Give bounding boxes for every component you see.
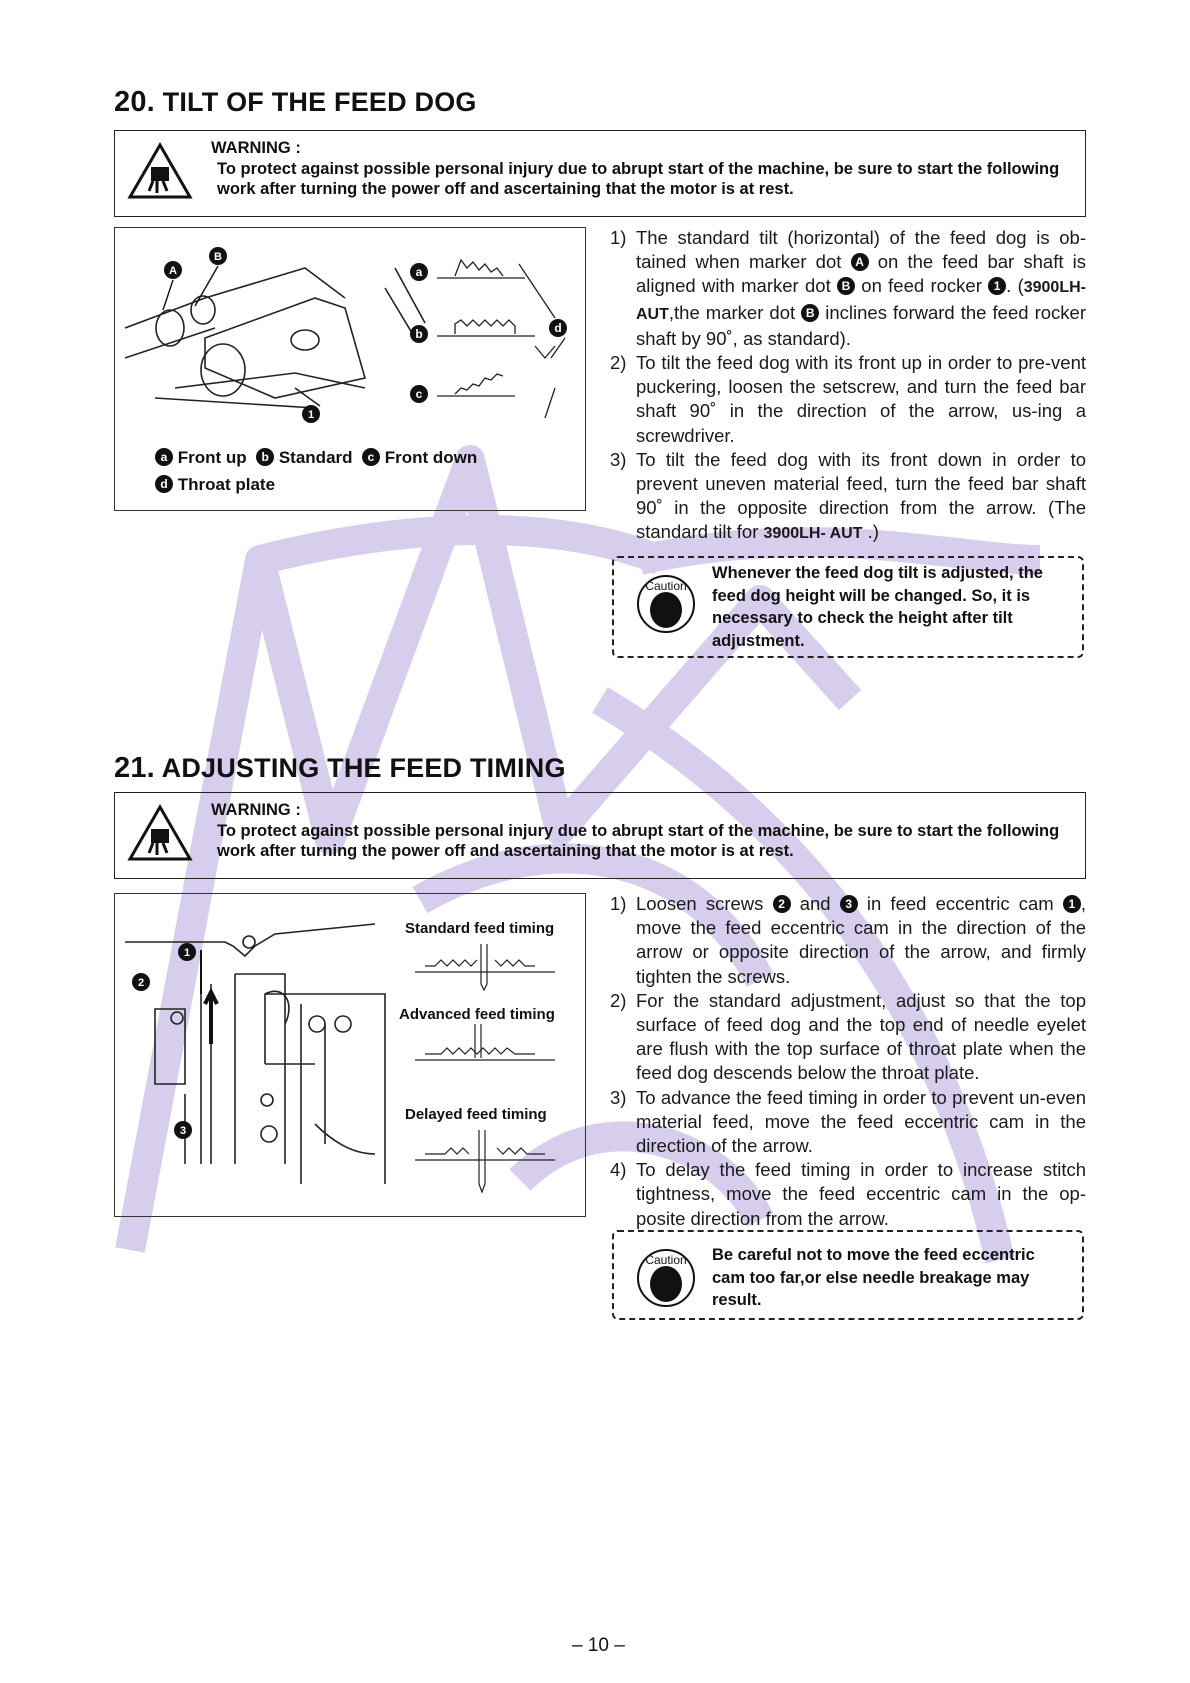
caution-box: Caution Be careful not to move the feed … [612, 1230, 1084, 1320]
svg-text:B: B [214, 251, 222, 263]
section-21-title: 21. ADJUSTING THE FEED TIMING [114, 752, 566, 785]
marker-dot: 3 [839, 895, 858, 913]
section-20-title: 20. TILT OF THE FEED DOG [114, 86, 477, 119]
model-name: 3900LH- AUT [763, 525, 863, 543]
svg-text:A: A [169, 265, 177, 277]
legend-front-down: Front down [384, 448, 478, 467]
svg-text:3: 3 [180, 1125, 186, 1137]
caution-text: Whenever the feed dog tilt is adjusted, … [712, 564, 1043, 650]
legend-throat-plate: Throat plate [177, 475, 276, 494]
warning-heading: WARNING : [211, 139, 301, 157]
section-number: 21. [114, 752, 155, 784]
legend-marker: c [361, 448, 380, 466]
svg-text:d: d [554, 321, 561, 335]
svg-text:2: 2 [138, 977, 144, 989]
marker-dot: 1 [1062, 895, 1081, 913]
section-20-steps: 1) The standard tilt (horizontal) of the… [610, 226, 1086, 547]
list-item: 2) For the standard adjustment, adjust s… [610, 989, 1086, 1084]
figure-legend-row-2: d Throat plate [155, 475, 275, 495]
list-item: 2) To tilt the feed dog with its front u… [610, 352, 1086, 446]
svg-text:Caution: Caution [645, 579, 686, 593]
svg-text:a: a [416, 265, 423, 279]
figure-legend-row-1: a Front up b Standard c Front down [155, 448, 477, 468]
warning-box: WARNING : To protect against possible pe… [114, 792, 1086, 879]
list-item: 1) Loosen screws 2 and 3 in feed eccentr… [610, 893, 1086, 987]
feed-rocker-illustration: A B 1 a b c d [124, 247, 567, 423]
warning-text: To protect against possible personal inj… [217, 160, 1060, 198]
svg-text:c: c [416, 387, 423, 401]
section-heading: ADJUSTING THE FEED TIMING [161, 753, 566, 783]
list-item: 1) The standard tilt (horizontal) of the… [610, 227, 1086, 349]
warning-heading: WARNING : [211, 801, 301, 819]
feed-timing-sketches [415, 944, 555, 1194]
caution-hand-icon: Caution [637, 575, 695, 633]
marker-dot: 1 [988, 277, 1007, 296]
warning-text: To protect against possible personal inj… [217, 822, 1060, 860]
warning-triangle-icon [127, 803, 193, 861]
legend-standard: Standard [278, 448, 353, 467]
figure-feed-timing: 1 2 3 Standard feed timing Advanced feed… [114, 893, 586, 1217]
marker-dot: B [837, 277, 855, 296]
standard-feed-timing-label: Standard feed timing [405, 920, 555, 937]
caution-box: Caution Whenever the feed dog tilt is ad… [612, 556, 1084, 658]
model-name: 3900LH- AUT [636, 279, 1086, 323]
section-number: 20. [114, 86, 155, 118]
caution-hand-icon: Caution [637, 1249, 695, 1307]
legend-marker: b [256, 448, 275, 466]
warning-box: WARNING : To protect against possible pe… [114, 130, 1086, 217]
legend-marker: a [155, 448, 173, 466]
page-number: – 10 – [572, 1635, 625, 1656]
svg-text:1: 1 [308, 409, 314, 421]
figure-feed-dog-tilt: A B 1 a b c d a Front up b Standard [114, 227, 586, 511]
section-21-steps: 1) Loosen screws 2 and 3 in feed eccentr… [610, 892, 1086, 1231]
delayed-feed-timing-label: Delayed feed timing [405, 1106, 547, 1123]
svg-text:b: b [415, 327, 422, 341]
svg-text:1: 1 [184, 947, 190, 959]
list-item: 3) To tilt the feed dog with its front d… [610, 448, 1086, 543]
advanced-feed-timing-label: Advanced feed timing [399, 1006, 555, 1023]
list-item: 4) To delay the feed timing in order to … [610, 1159, 1086, 1229]
legend-front-up: Front up [177, 448, 247, 467]
section-heading: TILT OF THE FEED DOG [162, 87, 477, 117]
legend-marker: d [155, 475, 173, 493]
marker-dot: A [850, 253, 869, 272]
marker-dot: B [801, 303, 820, 322]
warning-triangle-icon [127, 141, 193, 199]
marker-dot: 2 [772, 895, 791, 913]
svg-text:Caution: Caution [645, 1253, 686, 1267]
list-item: 3) To advance the feed timing in order t… [610, 1086, 1086, 1157]
feed-cam-illustration: 1 2 3 [125, 923, 386, 1184]
caution-text: Be careful not to move the feed eccentri… [712, 1246, 1035, 1309]
